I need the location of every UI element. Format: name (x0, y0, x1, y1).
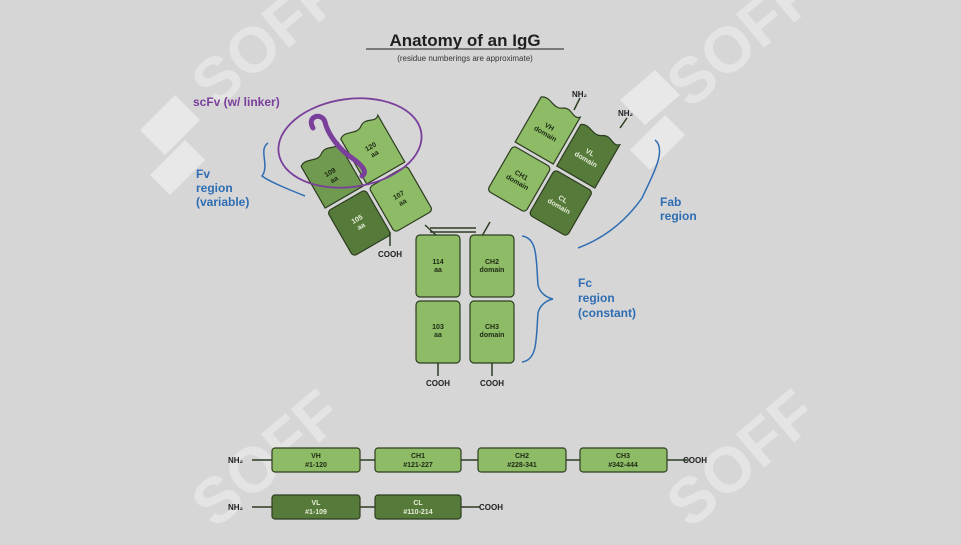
stem-left-cooh-label: COOH (426, 379, 450, 388)
svg-text:VH: VH (311, 453, 321, 460)
hinge (424, 221, 491, 237)
light-chain-cooh: COOH (479, 503, 503, 512)
right-arm: VH domain VL domain CH1 domain CL domain (488, 96, 622, 236)
watermark-text-4: SOFF (653, 376, 830, 540)
fab-label-2: region (660, 209, 697, 223)
fv-label-1: Fv (196, 167, 210, 181)
svg-text:CH1: CH1 (411, 453, 425, 460)
svg-text:114: 114 (432, 259, 443, 266)
stem-right-cooh-label: COOH (480, 379, 504, 388)
right-vl-nh2-tail (619, 117, 628, 129)
right-vl-domain: VL domain (555, 123, 622, 189)
fab-bracket (577, 139, 661, 249)
heavy-chain-bar: NH₂ COOH VH #1-120 CH1 #121-227 CH2 #228… (228, 447, 707, 473)
fab-label-1: Fab (660, 195, 681, 209)
svg-text:aa: aa (434, 332, 442, 339)
scfv-linker (308, 113, 367, 179)
heavy-chain-nh2: NH₂ (228, 456, 244, 465)
watermark-text-2: SOFF (653, 0, 830, 121)
right-ch1-domain: CH1 domain (488, 146, 551, 212)
right-cl-domain: CL domain (529, 170, 592, 236)
light-chain-cl-segment: CL #110-214 (374, 494, 462, 520)
svg-text:CH3: CH3 (616, 453, 630, 460)
svg-text:#121-227: #121-227 (403, 462, 433, 469)
fc-label-2: region (578, 291, 615, 305)
svg-text:CL: CL (413, 500, 423, 507)
left-domain-120: 120 aa (340, 113, 406, 185)
fv-bracket (260, 142, 306, 197)
right-vh-nh2-tail (573, 97, 581, 111)
svg-text:aa: aa (434, 267, 442, 274)
left-domain-105: 105 aa (328, 190, 391, 256)
scfv-label: scFv (w/ linker) (193, 95, 280, 109)
fc-bracket (521, 235, 554, 363)
heavy-chain-ch3-segment: CH3 #342-444 (579, 447, 668, 473)
svg-text:aa: aa (398, 198, 408, 208)
svg-text:CH3: CH3 (485, 324, 499, 331)
svg-text:CH2: CH2 (485, 259, 499, 266)
page-title: Anatomy of an IgG (389, 31, 540, 50)
fc-label-1: Fc (578, 276, 592, 290)
svg-text:aa: aa (329, 175, 339, 185)
heavy-chain-ch2-segment: CH2 #228-341 (477, 447, 567, 473)
svg-text:105: 105 (351, 214, 365, 226)
fv-label-2: region (196, 181, 233, 195)
svg-text:#1-120: #1-120 (305, 462, 327, 469)
scfv-circle (277, 97, 423, 189)
left-cooh-label: COOH (378, 250, 402, 259)
svg-text:VL: VL (312, 500, 322, 507)
svg-text:107: 107 (392, 190, 406, 202)
right-vh-nh2-label: NH₂ (572, 90, 588, 99)
svg-text:120: 120 (364, 141, 378, 153)
right-vh-domain: VH domain (514, 96, 582, 165)
stem-domain-114: 114 aa (415, 234, 461, 298)
svg-text:VH: VH (543, 122, 555, 133)
fv-label-3: (variable) (196, 195, 249, 209)
svg-text:109: 109 (324, 167, 338, 179)
stem-ch3-domain: CH3 domain (469, 300, 515, 364)
page-subtitle: (residue numberings are approximate) (397, 54, 533, 63)
svg-text:#342-444: #342-444 (608, 462, 638, 469)
light-chain-vl-segment: VL #1-109 (271, 494, 361, 520)
light-chain-bar: NH₂ COOH VL #1-109 CL #110-214 (228, 494, 503, 520)
heavy-chain-cooh: COOH (683, 456, 707, 465)
svg-text:aa: aa (370, 149, 380, 159)
watermark-logo-2 (620, 70, 685, 170)
fc-label-3: (constant) (578, 306, 636, 320)
svg-text:#1-109: #1-109 (305, 509, 327, 516)
heavy-chain-ch1-segment: CH1 #121-227 (374, 447, 462, 473)
svg-text:CL: CL (557, 195, 569, 206)
svg-text:103: 103 (432, 324, 444, 331)
svg-text:aa: aa (356, 222, 366, 232)
stem-domain-103: 103 aa (415, 300, 461, 364)
svg-text:VL: VL (584, 148, 596, 159)
watermark-logo-1 (140, 95, 205, 195)
svg-text:#110-214: #110-214 (403, 509, 432, 516)
heavy-chain-vh-segment: VH #1-120 (271, 447, 361, 473)
svg-text:CH2: CH2 (515, 453, 529, 460)
svg-text:domain: domain (480, 332, 505, 339)
left-domain-107: 107 aa (369, 166, 432, 232)
stem-ch2-domain: CH2 domain (469, 234, 515, 298)
light-chain-nh2: NH₂ (228, 503, 244, 512)
svg-text:domain: domain (480, 267, 505, 274)
right-vl-nh2-label: NH₂ (618, 109, 634, 118)
svg-text:#228-341: #228-341 (507, 462, 537, 469)
left-arm: 109 aa 120 aa 105 aa 107 aa (300, 113, 432, 256)
